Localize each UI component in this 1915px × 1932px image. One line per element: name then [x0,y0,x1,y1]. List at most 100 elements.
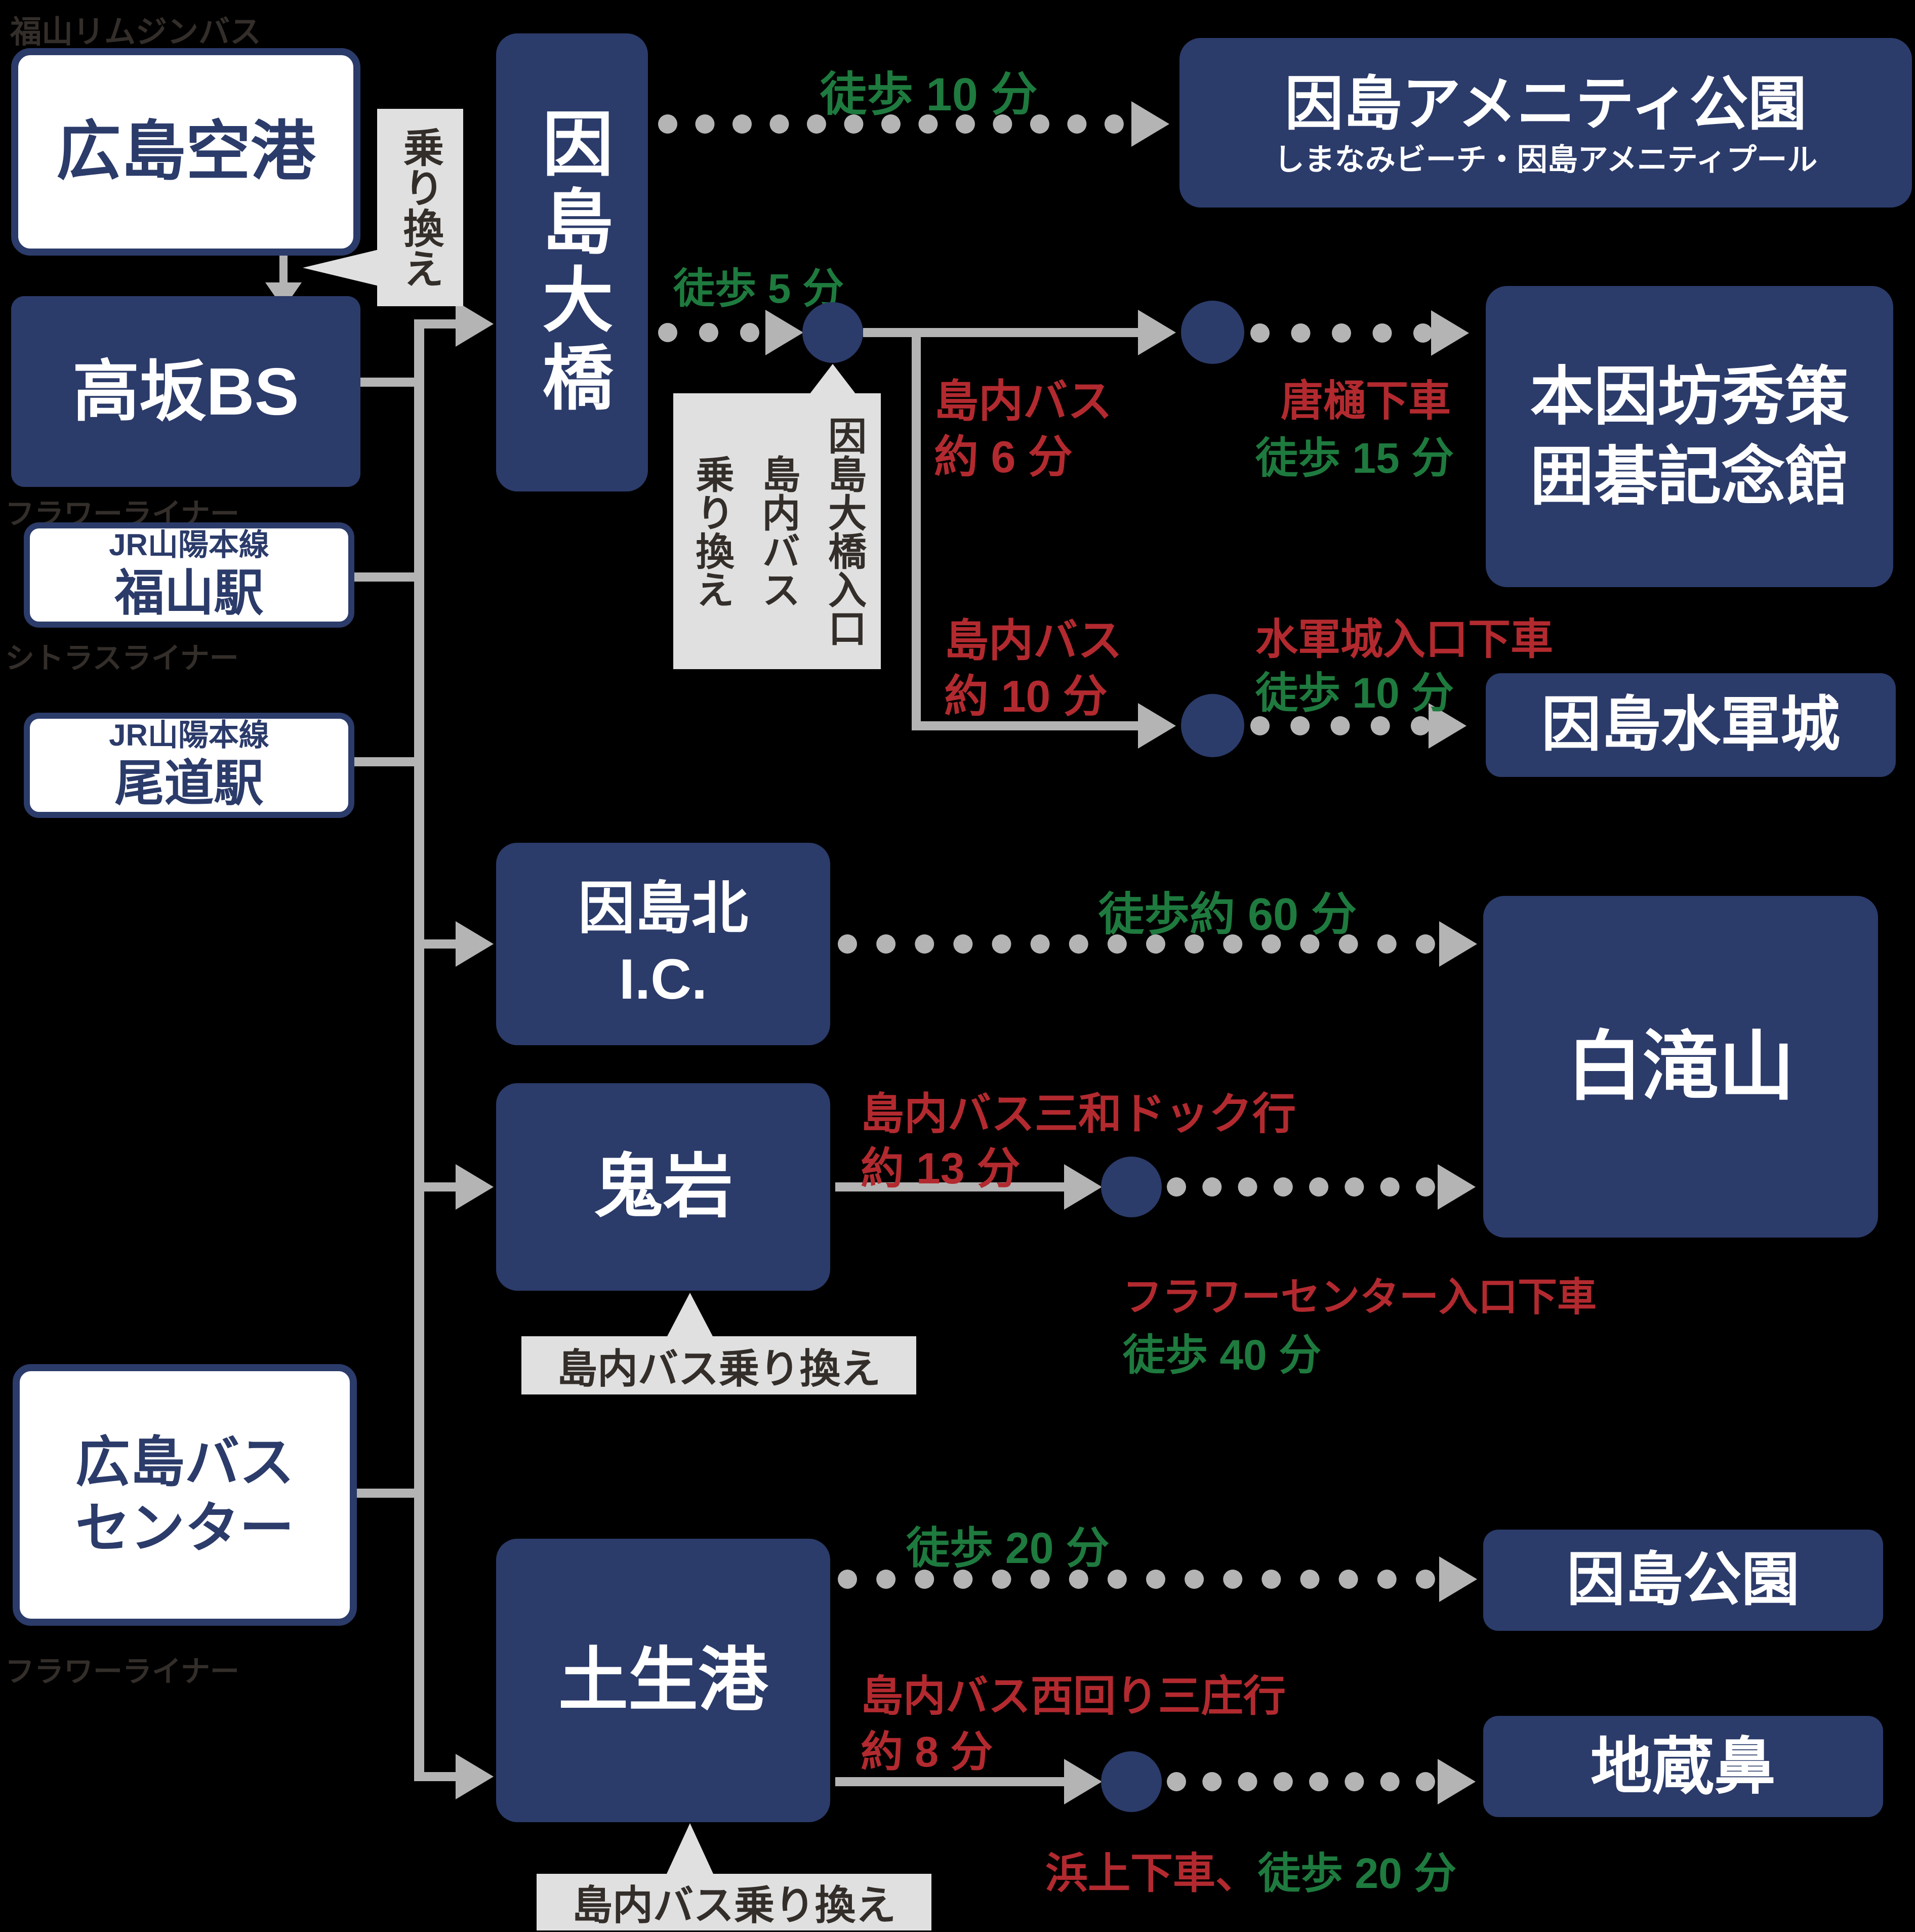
walk5-label: 徒歩 5 分 [673,266,844,312]
innoshima-kita-ic-box: 因島北 I.C. [496,843,830,1045]
jizobana-box: 地蔵鼻 [1483,1716,1883,1817]
honinbo-label-line1: 本因坊秀策 [1530,361,1849,432]
oniiwa-label: 鬼岩 [593,1147,733,1226]
arrowhead-nishimawari [1064,1759,1102,1804]
arrowhead-honinbo [1431,310,1469,356]
arrowhead-shirataki [1438,1164,1476,1210]
branch-line-oniiwa [424,1182,460,1191]
connector-buscenter [357,1489,414,1498]
junction-vertical-line [912,328,921,730]
ohashi-entrance-line3: 乗り換え [689,454,733,608]
limousine-bus-label: 福山リムジンバス [10,15,262,50]
ohashi-entrance-pointer [809,364,856,394]
honinbo-label-line2: 囲碁記念館 [1530,440,1849,512]
branch-line-kita-ic [424,939,460,949]
innoshima-ohashi-label: 因島大橋 [532,106,612,419]
arrowhead-habu [456,1754,494,1799]
node-karahi [1181,301,1244,364]
arrowhead-oniiwa [456,1164,494,1210]
branch-line-habu [414,1772,462,1781]
karahi-stop-label: 唐樋下車 [1281,377,1451,425]
arrowhead-walk5 [765,310,803,355]
oniiwa-transfer-pointer [667,1293,713,1337]
arrowhead-walk60 [1439,921,1477,967]
connector-takasaka [360,378,414,387]
bus6-label-line2: 約 6 分 [934,432,1073,482]
walk60-label: 徒歩約 60 分 [1098,889,1357,940]
arrowhead-amenity [1131,101,1169,147]
citrus-liner-label: シトラスライナー [5,642,239,675]
route-walk60-dots [838,934,1435,954]
connector-fukuyama [354,572,414,582]
route-dots-jizo [1167,1772,1435,1791]
habu-port-label: 土生港 [558,1641,768,1719]
honinbo-museum-box: 本因坊秀策 囲碁記念館 [1486,286,1893,587]
route-walk-amenity [658,114,1124,134]
arrowhead-bus10 [1138,703,1176,749]
transfer-note-label: 乗り換え [398,127,443,289]
shirataki-label: 白滝山 [1566,1023,1795,1109]
arrowhead-sanwa [1064,1164,1102,1210]
innoshima-ohashi-box: 因島大橋 [496,33,648,491]
walk10-suigun-label: 徒歩 10 分 [1255,669,1454,717]
bus10-label-line1: 島内バス [944,615,1123,666]
arrowhead-suigunjo [1429,703,1466,749]
route-walk5-dots [658,323,759,342]
flower-liner-label-2: フラワーライナー [5,1655,239,1688]
route-dots-suigunjo [1250,716,1430,735]
bus6-label-line1: 島内バス [934,376,1113,426]
nishimawari-label-line1: 島内バス西回り三庄行 [861,1672,1286,1720]
fukuyama-station-box: JR山陽本線 福山駅 [24,522,354,628]
node-hamagami [1101,1751,1162,1812]
bus-center-label-line1: 広島バス [75,1431,294,1493]
habu-transfer-box: 島内バス乗り換え [537,1874,931,1930]
walk40-label: 徒歩 40 分 [1123,1331,1322,1379]
trunk-line [414,319,424,1781]
route-walk20-dots [838,1570,1435,1589]
innoshima-park-label: 因島公園 [1566,1547,1800,1613]
hiroshima-airport-box: 広島空港 [11,48,360,256]
flower-center-stop-label: フラワーセンター入口下車 [1123,1275,1597,1319]
kita-ic-label-line2: I.C. [619,948,708,1011]
airport-down-line [279,256,288,283]
ohashi-entrance-line1: 因島大橋入口 [822,416,866,647]
node-ohashi-entrance [802,302,863,363]
bus10-label-line2: 約 10 分 [944,671,1108,721]
habu-transfer-label: 島内バス乗り換え [572,1883,896,1928]
hamagami-walk-label: 浜上下車、徒歩 20 分 [1045,1839,1456,1901]
bus-line-suigun [912,721,1147,730]
arrowhead-ohashi [456,301,494,347]
arrowhead-jizo [1438,1759,1476,1804]
sanwa-label-line1: 島内バス三和ドック行 [861,1090,1296,1138]
kita-ic-label-line1: 因島北 [578,877,748,940]
suigunjo-label: 因島水軍城 [1541,691,1840,758]
ohashi-entrance-label: 因島大橋入口 島内バス 乗り換え [673,393,881,669]
suigunjo-box: 因島水軍城 [1486,673,1896,777]
walk20-park-label: 徒歩 20 分 [906,1524,1110,1573]
innoshima-park-box: 因島公園 [1483,1530,1883,1631]
habu-port-box: 土生港 [496,1539,830,1822]
bus-line-ohashi-junction [863,328,1147,337]
amenity-park-subtitle: しまなみビーチ・因島アメニティプール [1274,142,1818,177]
hiroshima-bus-center-box: 広島バス センター [13,1364,357,1626]
amenity-park-box: 因島アメニティ公園 しまなみビーチ・因島アメニティプール [1179,38,1912,208]
connector-onomichi [354,757,414,766]
node-suigun [1181,694,1244,757]
onomichi-station-box: JR山陽本線 尾道駅 [24,713,354,818]
arrowhead-bus6 [1138,310,1176,355]
bus-line-nishimawari [835,1777,1066,1786]
hiroshima-airport-label: 広島空港 [56,115,315,188]
fukuyama-jr-line-label: JR山陽本線 [109,528,269,562]
hamagami-stop-label: 浜上下車、 [1045,1849,1258,1897]
suigun-stop-label: 水軍城入口下車 [1255,615,1554,663]
oniiwa-box: 鬼岩 [496,1083,830,1291]
shirataki-box: 白滝山 [1483,896,1878,1238]
branch-line-ohashi [414,319,462,328]
walk15-label: 徒歩 15 分 [1255,434,1454,482]
transfer-note-box: 乗り換え [377,109,463,306]
route-dots-honinbo [1250,323,1433,343]
oniiwa-transfer-label: 島内バス乗り換え [557,1346,881,1391]
walk20-jizo-label: 徒歩 20 分 [1258,1849,1457,1897]
fukuyama-station-label: 福山駅 [114,565,264,621]
